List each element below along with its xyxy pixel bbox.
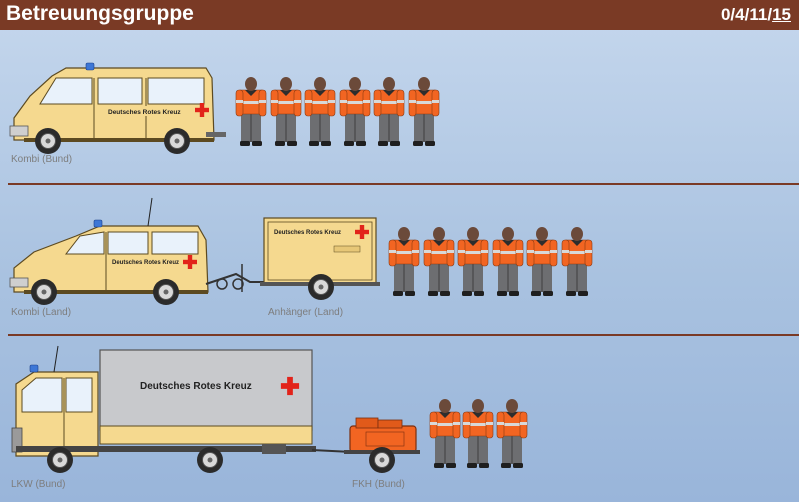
strength-helpers: 11 [749, 5, 768, 24]
label-lkw-bund: LKW (Bund) [11, 479, 66, 490]
label-fkh-bund: FKH (Bund) [352, 479, 405, 490]
wheel-icon [46, 446, 74, 474]
vehicle-kombi-bund: Deutsches Rotes Kreuz [9, 62, 226, 155]
personnel-row-2 [388, 226, 593, 297]
helper-person-icon [304, 76, 336, 147]
helper-person-icon [457, 226, 489, 297]
helper-person-icon [235, 76, 267, 147]
wheel-icon [34, 127, 62, 155]
svg-text:Deutsches Rotes Kreuz: Deutsches Rotes Kreuz [112, 260, 179, 266]
blue-light-icon [93, 219, 103, 228]
svg-text:Deutsches Rotes Kreuz: Deutsches Rotes Kreuz [108, 109, 181, 116]
helper-person-icon [462, 398, 494, 469]
label-kombi-land: Kombi (Land) [11, 307, 72, 318]
page-title: Betreuungsgruppe [6, 2, 194, 25]
blue-light-icon [29, 364, 39, 373]
trailer-drawbar [205, 264, 268, 292]
helper-person-icon [429, 398, 461, 469]
helper-person-icon [496, 398, 528, 469]
helper-person-icon [388, 226, 420, 297]
wheel-icon [152, 278, 180, 306]
wheel-icon [368, 446, 396, 474]
svg-text:Deutsches Rotes Kreuz: Deutsches Rotes Kreuz [140, 381, 252, 392]
vehicle-lettering-kombi-land: Deutsches Rotes Kreuz [112, 260, 179, 266]
strength-leaders: 0 [720, 5, 731, 24]
row-divider-2 [8, 334, 799, 336]
vehicle-lettering-lkw: Deutsches Rotes Kreuz [140, 381, 252, 392]
helper-person-icon [408, 76, 440, 147]
wheel-icon [196, 446, 224, 474]
strength-sep-3: / [767, 5, 773, 24]
helper-person-icon [423, 226, 455, 297]
strength-total: 15 [772, 5, 791, 24]
vehicle-lkw-bund: Deutsches Rotes Kreuz [11, 345, 353, 474]
svg-text:Deutsches Rotes Kreuz: Deutsches Rotes Kreuz [274, 230, 341, 236]
unit-diagram: Deutsches Rotes Kreuz Deutsches Rotes Kr… [9, 62, 593, 474]
strength-sep-2: / [744, 5, 750, 24]
helper-person-icon [492, 226, 524, 297]
vehicle-lettering-anhaenger: Deutsches Rotes Kreuz [274, 230, 341, 236]
wheel-icon [163, 127, 191, 155]
helper-person-icon [561, 226, 593, 297]
wheel-icon [307, 273, 335, 301]
wheel-icon [30, 278, 58, 306]
personnel-row-1 [235, 76, 440, 147]
label-anhaenger-land: Anhänger (Land) [268, 307, 344, 318]
helper-person-icon [339, 76, 371, 147]
strength-subleaders: 4 [735, 5, 745, 24]
row-divider-1 [8, 183, 799, 185]
helper-person-icon [270, 76, 302, 147]
vehicle-lettering-kombi-bund: Deutsches Rotes Kreuz [108, 109, 181, 116]
helper-person-icon [526, 226, 558, 297]
vehicle-anhaenger-land: Deutsches Rotes Kreuz [260, 217, 380, 301]
vehicle-fkh-bund [344, 417, 420, 474]
unit-strength: 0/4/11/15 [721, 5, 791, 25]
strength-sep-1: / [730, 5, 736, 24]
label-kombi-bund: Kombi (Bund) [11, 154, 73, 165]
blue-light-icon [85, 62, 95, 71]
vehicle-kombi-land: Deutsches Rotes Kreuz [9, 197, 209, 306]
personnel-row-3 [429, 398, 528, 469]
title-bar: Betreuungsgruppe 0/4/11/15 [0, 0, 799, 30]
helper-person-icon [373, 76, 405, 147]
